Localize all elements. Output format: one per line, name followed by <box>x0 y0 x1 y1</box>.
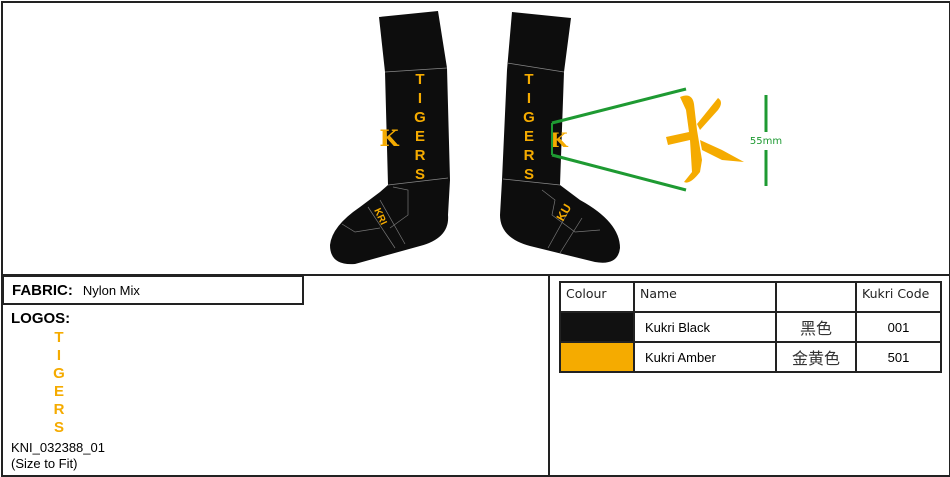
colour-table: Colour Name Kukri Code Kukri Black 黑色 00… <box>559 281 942 373</box>
logo-detail-callout: 55mm <box>551 87 782 192</box>
logo-note: (Size to Fit) <box>11 456 78 471</box>
header-kukri-code: Kukri Code <box>855 281 942 313</box>
header-name: Name <box>633 281 777 313</box>
dimension-label: 55mm <box>750 136 782 147</box>
colour-code: 501 <box>855 341 942 373</box>
logo-letter: S <box>53 419 64 436</box>
colour-chinese-name: 金黄色 <box>775 341 857 373</box>
kukri-logo-icon: K <box>550 128 568 152</box>
colour-name: Kukri Black <box>633 311 777 343</box>
fabric-box: FABRIC: Nylon Mix <box>2 275 304 305</box>
divider-horizontal <box>1 274 949 276</box>
header-colour: Colour <box>559 281 635 313</box>
colour-swatch-amber <box>559 341 635 373</box>
logo-code: KNI_032388_01 <box>11 440 105 455</box>
colour-chinese-name: 黑色 <box>775 311 857 343</box>
logo-letter: T <box>54 329 64 346</box>
logo-code-block: KNI_032388_01 (Size to Fit) <box>11 440 105 472</box>
logo-tigers-vertical: T I G E R S <box>52 329 66 437</box>
table-header-row: Colour Name Kukri Code <box>559 281 942 313</box>
kukri-logo-large-icon <box>666 95 744 183</box>
logos-label: LOGOS: <box>11 310 71 327</box>
table-row: Kukri Black 黑色 001 <box>559 311 942 343</box>
logo-letter: I <box>56 347 62 364</box>
logo-letter: R <box>53 401 65 418</box>
kukri-logo-icon: K <box>379 126 399 152</box>
divider-vertical <box>548 275 550 475</box>
colour-name: Kukri Amber <box>633 341 777 373</box>
logo-letter: E <box>53 383 64 400</box>
logo-letter: G <box>53 365 65 382</box>
fabric-value: Nylon Mix <box>82 282 140 298</box>
header-blank <box>775 281 857 313</box>
table-row: Kukri Amber 金黄色 501 <box>559 341 942 373</box>
colour-code: 001 <box>855 311 942 343</box>
fabric-label: FABRIC: <box>12 281 73 299</box>
colour-swatch-black <box>559 311 635 343</box>
